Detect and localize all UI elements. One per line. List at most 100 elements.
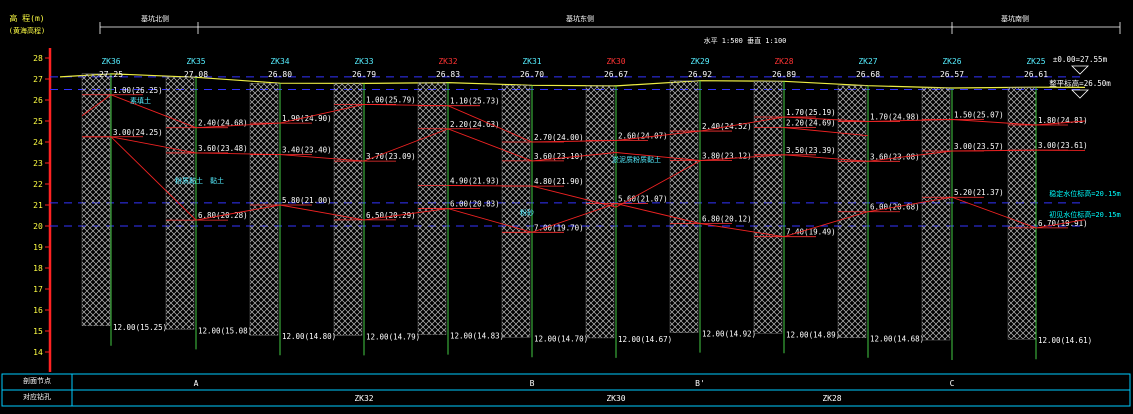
layer-depth-label: 6.80(20.12): [702, 214, 752, 223]
borehole-top-elevation: 26.57: [940, 70, 964, 79]
borehole-bottom-label: 12.00(15.08): [198, 326, 252, 335]
borehole-bottom-label: 12.00(14.68): [870, 335, 924, 344]
borehole-id: ZK36: [101, 57, 120, 66]
section-node-label: C: [950, 379, 955, 388]
layer-depth-label: 3.00(23.57): [954, 142, 1004, 151]
layer-depth-label: 3.60(23.10): [534, 152, 584, 161]
layer-depth-label: 1.90(24.90): [282, 114, 332, 123]
layer-depth-label: 7.00(19.70): [534, 223, 584, 232]
layer-depth-label: 4.90(21.93): [450, 176, 500, 185]
borehole-top-elevation: 26.68: [856, 70, 880, 79]
layer-depth-label: 3.00(23.61): [1038, 141, 1088, 150]
borehole-column: [333, 83, 363, 336]
layer-depth-label: 6.00(20.83): [450, 200, 500, 209]
layer-depth-label: 2.60(24.07): [618, 132, 668, 141]
soil-unit-label: 素填土: [130, 96, 151, 105]
layer-depth-label: 1.70(25.19): [786, 108, 836, 117]
section-node-label: B': [695, 379, 705, 388]
borehole-column: [921, 87, 951, 341]
layer-depth-label: 2.20(24.69): [786, 119, 836, 128]
layer-depth-label: 3.00(24.25): [113, 128, 163, 137]
layer-depth-label: 5.20(21.37): [954, 188, 1004, 197]
elevation-tick-label: 23: [33, 159, 43, 168]
stratum-boundary-line: [82, 128, 1086, 162]
stratum-boundary-line: [783, 127, 869, 137]
layer-depth-label: 7.40(19.49): [786, 228, 836, 237]
borehole-top-elevation: 26.89: [772, 70, 796, 79]
borehole-bottom-label: 12.00(14.80): [282, 332, 336, 341]
section-label-north: 基坑北侧: [141, 14, 169, 23]
layer-depth-label: 6.50(20.29): [366, 211, 416, 220]
layer-depth-label: 2.20(24.63): [450, 120, 500, 129]
section-node-label: B: [530, 379, 535, 388]
layer-depth-label: 1.50(25.07): [954, 111, 1004, 120]
soil-unit-label: 粉质黏土: [175, 176, 203, 185]
layer-depth-label: 2.40(24.68): [198, 119, 248, 128]
borehole-bottom-label: 12.00(14.89): [786, 330, 840, 339]
layer-depth-label: 4.80(21.90): [534, 177, 584, 186]
layer-depth-label: 3.60(23.48): [198, 144, 248, 153]
borehole-top-elevation: 26.79: [352, 70, 376, 79]
section-label-south: 基坑南侧: [1001, 14, 1029, 23]
layer-depth-label: 1.00(26.25): [113, 86, 163, 95]
borehole-column: [669, 80, 699, 333]
layer-depth-label: 3.60(23.08): [870, 152, 920, 161]
initial-water-note: 初见水位标高=20.15m: [1049, 210, 1121, 219]
layer-depth-label: 2.70(24.00): [534, 133, 584, 142]
soil-unit-label: 淤泥质粉质黏土: [612, 155, 661, 164]
elevation-tick-label: 28: [33, 54, 43, 63]
soil-unit-label: 黏土: [210, 176, 224, 185]
elevation-tick-label: 15: [33, 327, 43, 336]
borehole-bottom-label: 12.00(14.67): [618, 335, 672, 344]
borehole-id: ZK30: [606, 57, 625, 66]
elevation-tick-label: 22: [33, 180, 43, 189]
elevation-tick-label: 21: [33, 201, 43, 210]
elevation-tick-label: 25: [33, 117, 43, 126]
borehole-bottom-label: 12.00(15.25): [113, 323, 167, 332]
stratum-boundary-line: [110, 136, 1086, 238]
layer-depth-label: 3.80(23.12): [702, 151, 752, 160]
section-node-label: A: [194, 379, 199, 388]
borehole-column: [1007, 86, 1037, 340]
datum-note: ±0.00=27.55m: [1053, 55, 1108, 64]
layer-depth-label: 1.70(24.98): [870, 112, 920, 121]
section-hole-label: ZK28: [822, 394, 841, 403]
soil-unit-label: 粉砂: [520, 208, 534, 217]
borehole-top-elevation: 26.83: [436, 70, 460, 79]
borehole-id: ZK31: [522, 57, 541, 66]
borehole-top-elevation: 27.08: [184, 70, 208, 79]
borehole-top-elevation: 26.80: [268, 70, 292, 79]
elevation-tick-label: 19: [33, 243, 43, 252]
borehole-column: [165, 77, 195, 330]
borehole-id: ZK35: [186, 57, 205, 66]
datum-triangle: [1071, 65, 1089, 75]
axis-title-line2: (黄海高程): [9, 26, 45, 35]
borehole-column: [501, 85, 531, 338]
borehole-top-elevation: 26.61: [1024, 70, 1048, 79]
borehole-bottom-label: 12.00(14.79): [366, 332, 420, 341]
borehole-top-elevation: 26.92: [688, 70, 712, 79]
ground-surface-line: [59, 73, 1086, 89]
borehole-bottom-label: 12.00(14.83): [450, 332, 504, 341]
borehole-id: ZK25: [1026, 57, 1045, 66]
section-hole-label: ZK30: [606, 394, 625, 403]
elevation-tick-label: 20: [33, 222, 43, 231]
ground-triangle: [1071, 89, 1089, 99]
layer-depth-label: 5.60(21.07): [618, 195, 668, 204]
section-hole-label: ZK32: [354, 394, 373, 403]
layer-depth-label: 3.50(23.39): [786, 146, 836, 155]
borehole-id: ZK34: [270, 57, 289, 66]
layer-depth-label: 1.00(25.79): [366, 95, 416, 104]
stable-water-note: 稳定水位标高=20.15m: [1049, 189, 1121, 198]
layer-depth-label: 3.70(23.09): [366, 152, 416, 161]
layer-depth-label: 1.10(25.73): [450, 97, 500, 106]
borehole-id: ZK27: [858, 57, 877, 66]
stratum-boundary-line: [81, 94, 1086, 143]
borehole-bottom-label: 12.00(14.92): [702, 330, 756, 339]
table-row1-title: 剖面节点: [23, 376, 51, 385]
borehole-id: ZK26: [942, 57, 961, 66]
elevation-tick-label: 16: [33, 306, 43, 315]
borehole-column: [81, 73, 111, 326]
